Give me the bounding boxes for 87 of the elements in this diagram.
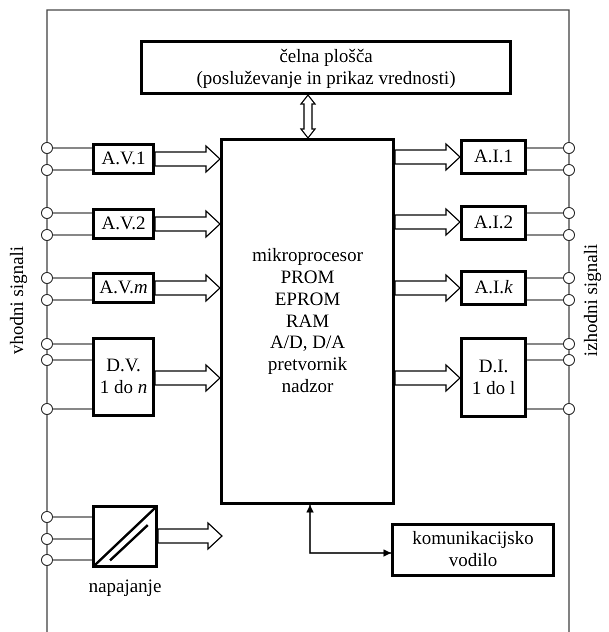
hollow-arrow bbox=[154, 210, 221, 238]
hollow-arrow bbox=[394, 208, 461, 236]
hollow-arrow bbox=[154, 364, 221, 392]
box-label: EPROM bbox=[274, 288, 342, 311]
wire bbox=[53, 359, 92, 361]
module-box bbox=[92, 337, 155, 417]
side-label: vhodni signali bbox=[7, 246, 30, 354]
box-label: A.V.m bbox=[98, 277, 149, 299]
hollow-arrow bbox=[394, 142, 461, 172]
communication-bus-box bbox=[391, 523, 555, 577]
wire bbox=[527, 234, 563, 236]
box-label: A.V.1 bbox=[100, 148, 146, 170]
hollow-arrow bbox=[154, 144, 221, 174]
box-label: D.I. bbox=[478, 356, 510, 378]
side-label: izhodni signali bbox=[581, 244, 604, 356]
terminal-circle bbox=[41, 533, 53, 545]
wire bbox=[53, 343, 92, 345]
wire bbox=[527, 212, 563, 214]
terminal-circle bbox=[41, 338, 53, 350]
box-label: PROM bbox=[280, 266, 336, 289]
wire bbox=[53, 277, 92, 279]
wire bbox=[527, 169, 563, 171]
terminal-circle bbox=[563, 164, 575, 176]
terminal-circle bbox=[41, 511, 53, 523]
terminal-circle bbox=[563, 403, 575, 415]
box-label: A.I.2 bbox=[472, 212, 514, 234]
module-box bbox=[92, 208, 155, 240]
hollow-arrow bbox=[394, 364, 461, 392]
terminal-circle bbox=[563, 338, 575, 350]
terminal-circle bbox=[41, 272, 53, 284]
box-label: mikroprocesor bbox=[251, 245, 364, 267]
wire bbox=[527, 147, 563, 149]
wire bbox=[527, 408, 563, 410]
module-box bbox=[460, 139, 527, 175]
box-label: A.I.k bbox=[474, 277, 514, 299]
hollow-arrow bbox=[154, 274, 221, 302]
box-label: A.V.2 bbox=[100, 213, 146, 235]
terminal-circle bbox=[41, 207, 53, 219]
box-label: D.V. bbox=[105, 355, 142, 377]
box-label: komunikacijsko vodilo bbox=[411, 528, 535, 572]
box-label: RAM bbox=[284, 310, 330, 332]
terminal-circle bbox=[41, 403, 53, 415]
wire bbox=[527, 343, 563, 345]
wire bbox=[53, 299, 92, 301]
module-box bbox=[460, 337, 527, 418]
terminal-circle bbox=[41, 554, 53, 566]
wire bbox=[53, 212, 92, 214]
terminal-circle bbox=[41, 142, 53, 154]
wire bbox=[53, 516, 92, 518]
box-label: A/D, D/A bbox=[269, 332, 346, 354]
hollow-arrow bbox=[157, 522, 223, 550]
box-label: (posluževanje in prikaz vrednosti) bbox=[195, 68, 457, 90]
terminal-circle bbox=[563, 207, 575, 219]
terminal-circle bbox=[563, 294, 575, 306]
terminal-circle bbox=[41, 164, 53, 176]
module-box bbox=[460, 270, 527, 306]
box-label: nadzor bbox=[280, 376, 334, 398]
microprocessor-box bbox=[220, 138, 395, 505]
module-caption: napajanje bbox=[88, 576, 162, 598]
box-label: pretvornik bbox=[266, 354, 348, 376]
wire bbox=[53, 169, 92, 171]
terminal-circle bbox=[563, 229, 575, 241]
wire bbox=[527, 359, 563, 361]
terminal-circle bbox=[563, 142, 575, 154]
module-box bbox=[92, 143, 155, 175]
arrow bbox=[306, 505, 391, 557]
wire bbox=[53, 408, 92, 410]
front-panel-box bbox=[140, 40, 512, 95]
wire bbox=[53, 147, 92, 149]
wire bbox=[527, 299, 563, 301]
wire bbox=[53, 234, 92, 236]
box-label: čelna plošča bbox=[278, 46, 374, 68]
terminal-circle bbox=[563, 354, 575, 366]
hollow-arrow bbox=[300, 94, 316, 140]
wire bbox=[53, 559, 92, 561]
terminal-circle bbox=[41, 229, 53, 241]
terminal-circle bbox=[41, 354, 53, 366]
box-label: A.I.1 bbox=[472, 146, 514, 168]
wire bbox=[53, 538, 92, 540]
box-label: 1 do l bbox=[470, 378, 516, 400]
module-box bbox=[92, 272, 155, 304]
terminal-circle bbox=[41, 294, 53, 306]
module-box bbox=[460, 205, 527, 241]
box-label: 1 do n bbox=[98, 377, 148, 399]
wire bbox=[527, 277, 563, 279]
terminal-circle bbox=[563, 272, 575, 284]
hollow-arrow bbox=[394, 274, 461, 302]
